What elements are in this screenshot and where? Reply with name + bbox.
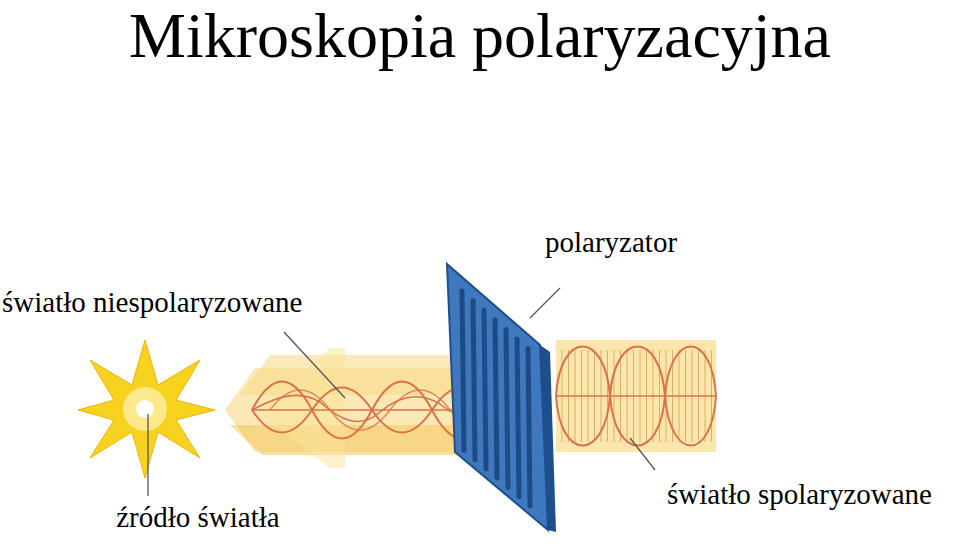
part-label: światło niespolaryzowane bbox=[2, 288, 302, 317]
part-label: źródło światła bbox=[116, 503, 279, 532]
part-label: polaryzator bbox=[545, 228, 677, 257]
leader-lines bbox=[148, 288, 655, 496]
title: Mikroskopia polaryzacyjna bbox=[129, 4, 831, 68]
light-source-star bbox=[78, 340, 215, 478]
polarized-beam bbox=[556, 340, 716, 452]
part-label: światło spolaryzowane bbox=[667, 480, 932, 509]
polarizer-panel bbox=[447, 264, 556, 532]
